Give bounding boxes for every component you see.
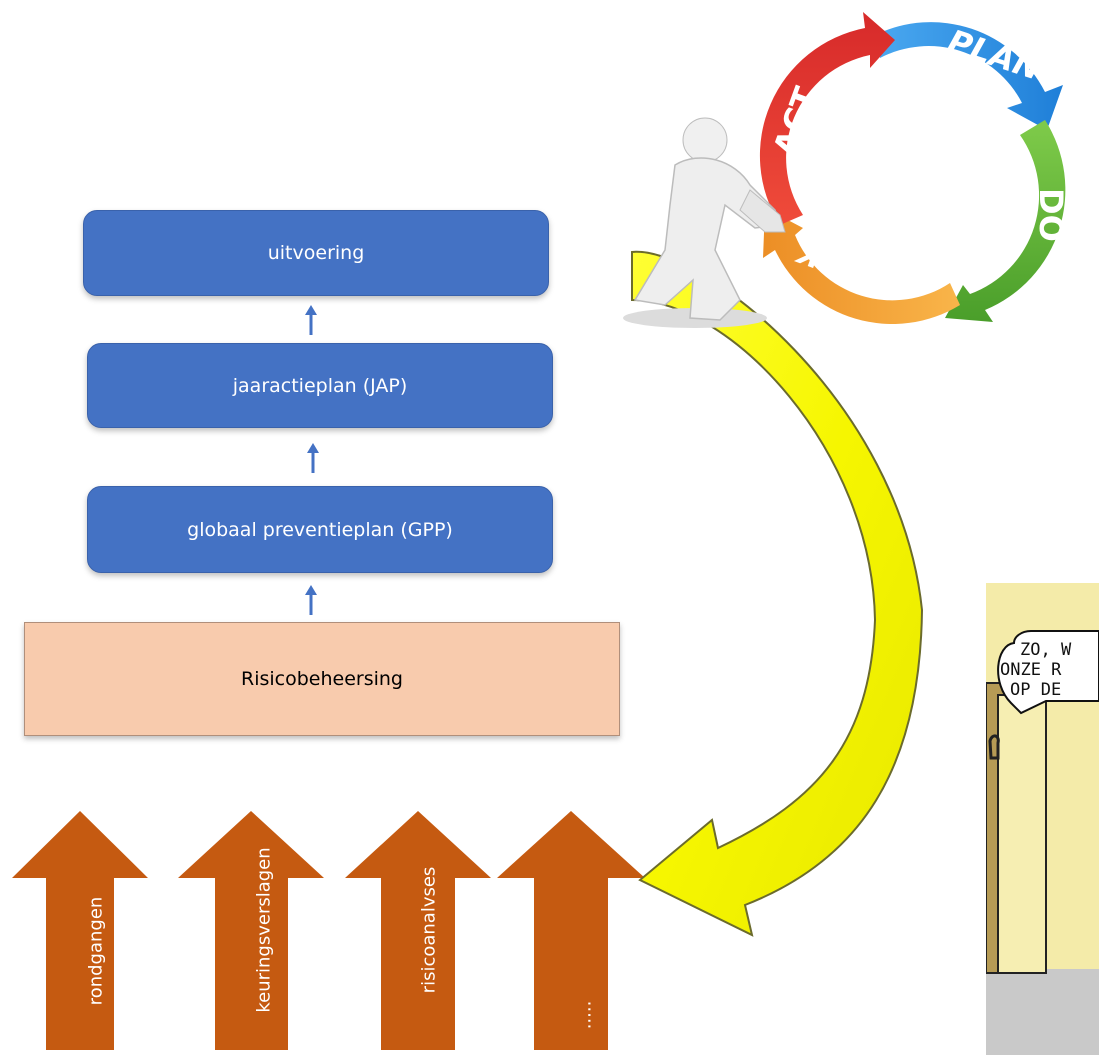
- person-figure: [623, 117, 786, 328]
- box-jaaractieplan-label: jaaractieplan (JAP): [232, 374, 408, 397]
- input-arrow-2: [178, 811, 324, 1050]
- pdca-plan-arrow: [875, 22, 1063, 130]
- comic-line-2: ONZE R: [1000, 660, 1062, 680]
- pdca-act-arrow: [759, 12, 895, 225]
- box-globaal-preventieplan-label: globaal preventieplan (GPP): [187, 518, 453, 541]
- pdca-cycle: PLAN DO CHECK ACT: [623, 12, 1070, 328]
- input-arrow-1: [12, 811, 148, 1050]
- box-uitvoering: uitvoering: [83, 210, 549, 296]
- comic-line-3: OP DE: [1010, 680, 1061, 700]
- box-uitvoering-label: uitvoering: [267, 242, 365, 264]
- up-arrow-2: [307, 443, 319, 473]
- comic-panel: ZO, W ONZE R OP DE: [986, 583, 1099, 1055]
- pdca-do-label: DO: [1032, 188, 1070, 242]
- input-arrow-3: [345, 811, 491, 1050]
- up-arrow-1: [305, 305, 317, 335]
- pdca-do-arrow: [945, 120, 1066, 322]
- pdca-act-label: ACT: [766, 82, 826, 161]
- comic-line-1: ZO, W: [1020, 640, 1072, 660]
- box-risicobeheersing-label: Risicobeheersing: [241, 668, 403, 690]
- box-risicobeheersing: Risicobeheersing: [24, 622, 620, 736]
- input-arrow-4: [497, 811, 645, 1050]
- pdca-plan-label: PLAN: [943, 22, 1046, 88]
- box-jaaractieplan: jaaractieplan (JAP): [87, 343, 553, 428]
- up-arrow-3: [305, 585, 317, 615]
- pdca-check-arrow: [763, 208, 960, 325]
- box-globaal-preventieplan: globaal preventieplan (GPP): [87, 486, 553, 573]
